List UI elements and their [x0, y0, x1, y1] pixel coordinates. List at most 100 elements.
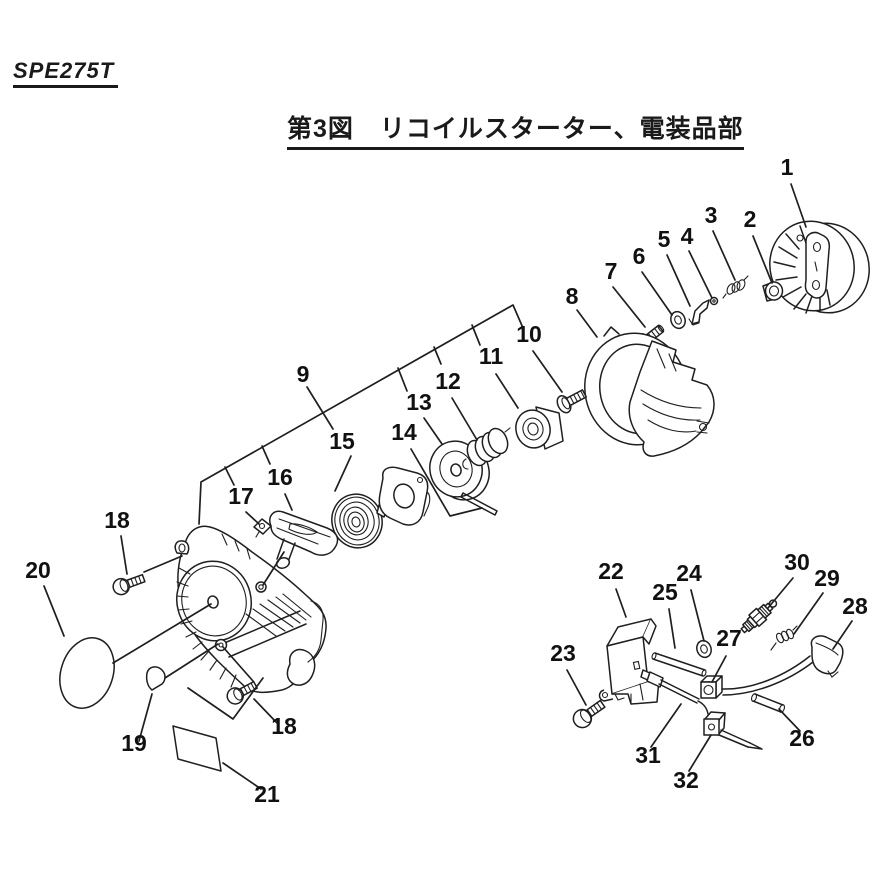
leader-line [688, 734, 712, 772]
leader-line [120, 535, 128, 575]
rope-rod-drawing [460, 492, 498, 516]
leader-line [690, 589, 705, 642]
starter-hub-drawing [515, 406, 564, 450]
leader-line [576, 309, 598, 338]
leader-line [666, 254, 691, 307]
part-label-20: 20 [25, 557, 51, 583]
nut-drawing [762, 281, 784, 302]
part-label-17: 17 [228, 483, 254, 509]
leader-line [112, 603, 212, 664]
leader-line [615, 588, 627, 618]
cap-19-drawing [145, 666, 166, 691]
part-label-4: 4 [681, 223, 694, 249]
leader-line [712, 230, 736, 281]
leader-line [752, 235, 773, 284]
washer-6-drawing [670, 310, 686, 330]
leader-line [641, 271, 673, 316]
fan-cover-drawing [584, 326, 715, 457]
leader-line [423, 417, 443, 445]
leader-line [198, 304, 524, 525]
spiral-spring-drawing [331, 493, 388, 549]
part-label-9: 9 [297, 361, 310, 387]
part-label-1: 1 [781, 154, 794, 180]
leader-line [306, 386, 334, 430]
switch-drawing [703, 711, 763, 750]
leader-line [43, 585, 65, 637]
bolt-23-drawing [572, 699, 606, 729]
return-spring-drawing [462, 427, 511, 470]
leader-line [397, 367, 408, 392]
leader-line [433, 346, 442, 365]
cam-plate-drawing [378, 466, 431, 526]
part-label-3: 3 [705, 202, 718, 228]
starter-housing-drawing [174, 525, 327, 694]
part-label-24: 24 [676, 560, 702, 586]
part-label-13: 13 [406, 389, 432, 415]
leader-line [793, 592, 824, 635]
leader-line [410, 448, 483, 517]
screw-18-bottom-drawing [226, 680, 258, 705]
part-label-18: 18 [271, 713, 297, 739]
part-label-6: 6 [633, 243, 646, 269]
part-label-27: 27 [716, 625, 742, 651]
grommet-drawing [700, 675, 723, 699]
leader-line [334, 455, 352, 492]
leader-line [164, 643, 219, 679]
washer-24-drawing [696, 639, 712, 659]
leader-line [790, 183, 807, 228]
part-label-19: 19 [121, 730, 147, 756]
leader-line [261, 445, 271, 465]
part-label-21: 21 [254, 781, 280, 807]
part-label-18: 18 [104, 507, 130, 533]
screw-18-top-drawing [112, 573, 146, 596]
part-label-25: 25 [652, 579, 678, 605]
leader-line [187, 677, 264, 720]
leader-line [224, 466, 235, 486]
ignition-coil-drawing [598, 618, 660, 705]
leader-line [767, 577, 794, 609]
part-label-32: 32 [673, 767, 699, 793]
part-label-28: 28 [842, 593, 868, 619]
part-label-7: 7 [605, 258, 618, 284]
leader-line [471, 324, 481, 346]
part-label-29: 29 [814, 565, 840, 591]
part-label-14: 14 [391, 419, 417, 445]
leader-line [612, 286, 646, 328]
part-label-22: 22 [598, 558, 624, 584]
leader-line [284, 493, 293, 511]
annotation-layer: 1234567891011121314151617182019182122232… [25, 154, 868, 807]
spark-plug-drawing [740, 599, 778, 634]
part-label-10: 10 [516, 321, 542, 347]
leader-line [451, 397, 478, 441]
flywheel-drawing [769, 220, 870, 314]
part-label-31: 31 [635, 742, 661, 768]
leader-line [778, 708, 801, 732]
leader-line [832, 620, 853, 650]
tube-26-drawing [750, 693, 786, 713]
starter-pawl-drawing [688, 299, 710, 326]
spring-29-drawing [770, 625, 798, 651]
part-label-16: 16 [267, 464, 293, 490]
oval-cover-drawing [59, 637, 115, 709]
leader-line [222, 646, 254, 682]
part-label-2: 2 [744, 206, 757, 232]
model-code: SPE275T [13, 58, 119, 88]
leader-line [711, 655, 727, 683]
leader-line [245, 511, 260, 525]
leader-line [566, 669, 587, 706]
ht-cord-drawing [721, 655, 814, 696]
label-sticker-drawing [172, 725, 222, 772]
part-label-30: 30 [784, 549, 810, 575]
part-label-15: 15 [329, 428, 355, 454]
leader-line [143, 555, 183, 573]
leader-line [688, 250, 713, 299]
part-label-5: 5 [658, 226, 671, 252]
e-ring-drawing [709, 296, 719, 306]
part-label-23: 23 [550, 640, 576, 666]
lead-wire-drawing [640, 669, 709, 715]
leader-line [253, 698, 278, 724]
screw-10-drawing [556, 389, 587, 414]
part-label-8: 8 [566, 283, 579, 309]
